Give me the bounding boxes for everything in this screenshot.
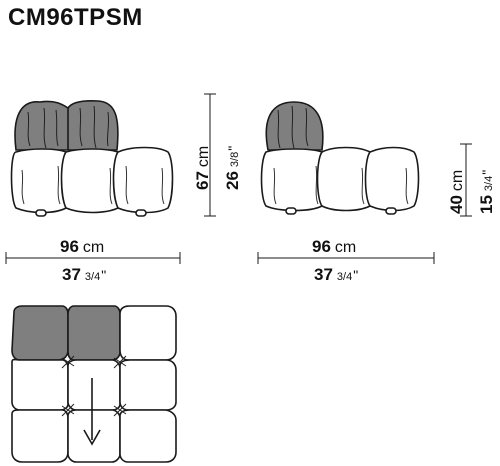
plan-seat-mid-left [11, 358, 69, 411]
plan-seat-top-right [119, 305, 177, 361]
side-back-cushion [265, 101, 324, 151]
front-view-sofa [10, 99, 174, 217]
plan-back-cushion-left [11, 305, 69, 361]
plan-seat-bottom-right [119, 409, 177, 463]
side-height-in-label: 153/4" [477, 170, 496, 214]
front-seat-right [112, 146, 174, 214]
svg-text:153/4": 153/4" [477, 170, 496, 214]
svg-text:67cm: 67cm [193, 146, 212, 190]
side-seat-front [364, 146, 420, 212]
side-view-sofa [260, 101, 420, 215]
svg-text:263/8": 263/8" [223, 146, 242, 190]
plan-view-sofa [11, 305, 177, 463]
plan-seat-bottom-left [11, 409, 69, 463]
front-width-dimension [5, 252, 181, 264]
plan-seat-mid-center [67, 359, 121, 411]
side-width-dimension [257, 252, 435, 264]
arrow-down-icon [83, 378, 101, 446]
svg-text:40cm: 40cm [447, 170, 466, 214]
front-height-cm-label: 67cm [193, 146, 212, 190]
plan-seat-bottom-center [67, 409, 121, 463]
model-code-title: CM96TPSM [8, 4, 143, 31]
side-height-dimension [460, 143, 472, 217]
plan-back-cushion-right [67, 305, 121, 361]
front-back-cushion [14, 99, 119, 151]
plan-seat-mid-right [119, 359, 177, 411]
side-height-cm-label: 40cm [447, 170, 466, 214]
front-height-dimension [204, 93, 216, 217]
front-height-in-label: 263/8" [223, 146, 242, 190]
